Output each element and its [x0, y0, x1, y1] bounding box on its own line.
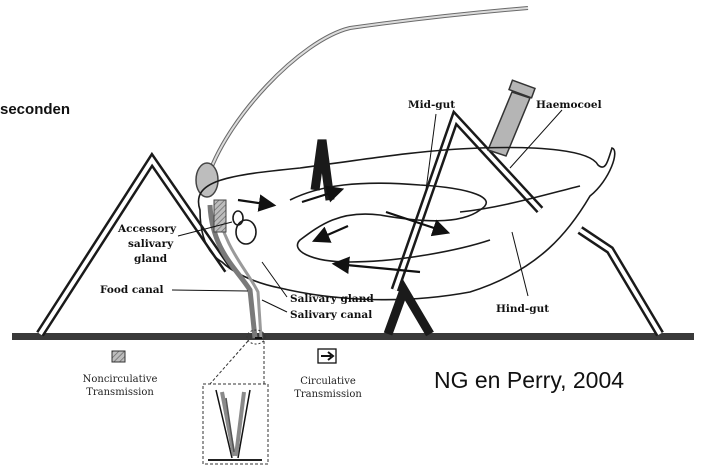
- leaf-surface: [12, 333, 694, 340]
- stylet-zoom-inset: [203, 330, 268, 464]
- label-accessory-line-3: gland: [134, 253, 168, 265]
- label-salivary-canal: Salivary canal: [290, 309, 372, 321]
- legend-swatch-noncirculative: [112, 351, 125, 362]
- label-hind-gut: Hind-gut: [496, 303, 549, 315]
- legend-circulative-line-2: Transmission: [294, 389, 362, 400]
- salivary-gland-shape: [236, 220, 256, 244]
- middle-leg-foot: [388, 290, 430, 334]
- label-mid-gut: Mid-gut: [408, 99, 455, 111]
- label-food-canal: Food canal: [100, 284, 164, 296]
- antenna-base: [196, 163, 218, 197]
- middle-leg: [395, 118, 540, 290]
- hind-leg: [580, 230, 660, 334]
- citation: NG en Perry, 2004: [434, 367, 624, 393]
- mid-gut: [290, 183, 490, 262]
- label-accessory-line-2: salivary: [128, 238, 174, 250]
- noncirculative-foregut: [214, 200, 226, 232]
- legend-circulative-line-1: Circulative: [300, 376, 356, 387]
- label-salivary-gland: Salivary gland: [290, 293, 374, 305]
- siphunculus: [488, 80, 535, 156]
- antenna: [207, 8, 528, 180]
- legend-noncirculative-line-1: Noncirculative: [83, 374, 158, 385]
- label-haemocoel: Haemocoel: [536, 99, 602, 111]
- legend-noncirculative-line-2: Transmission: [86, 387, 154, 398]
- accessory-gland-shape: [233, 211, 243, 225]
- title-fragment: seconden: [0, 101, 70, 118]
- head-stylet: [210, 200, 262, 338]
- middle-leg-upper: [315, 140, 330, 200]
- aphid-body: [198, 148, 614, 300]
- label-accessory-line-1: Accessory: [117, 223, 177, 235]
